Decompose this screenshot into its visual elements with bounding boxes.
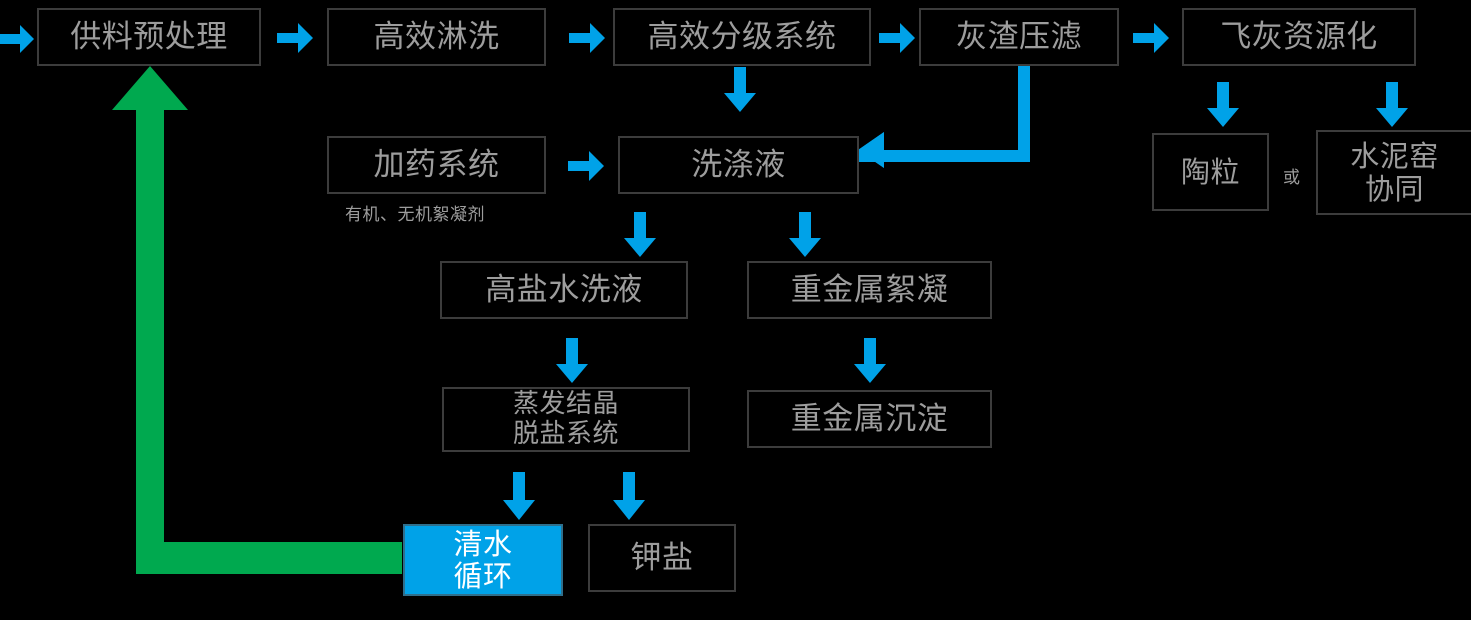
arrow-dosing-to-wash-liquid [568,151,604,181]
node-label: 加药系统 [373,146,500,183]
node-label: 蒸发结晶 脱盐系统 [512,389,619,449]
node-heavy-metal-floc[interactable]: 重金属絮凝 [747,261,992,319]
node-label: 水泥窑 协同 [1350,139,1439,206]
or-label: 或 [1283,168,1300,188]
node-potassium-salt[interactable]: 钾盐 [588,524,736,592]
node-label: 飞灰资源化 [1220,18,1378,55]
node-clean-water-cycle[interactable]: 清水 循环 [403,524,563,596]
node-label: 清水 循环 [453,526,513,593]
node-grading-system[interactable]: 高效分级系统 [613,8,871,66]
arrow-floc-to-precip [854,338,886,383]
node-evap-crystal[interactable]: 蒸发结晶 脱盐系统 [442,387,690,452]
node-label: 钾盐 [630,539,694,576]
dosing-caption: 有机、无机絮凝剂 [345,205,485,225]
node-label: 高效淋洗 [373,18,500,55]
node-cement-kiln[interactable]: 水泥窑 协同 [1316,130,1471,215]
node-feed-pretreatment[interactable]: 供料预处理 [37,8,261,66]
node-label: 陶粒 [1180,154,1240,189]
arrow-input-to-feed [0,25,34,53]
arrow-fly-ash-to-ceramsite [1207,82,1239,127]
arrow-feed-to-washing [277,23,313,53]
arrow-wash-liquid-to-floc [789,212,821,257]
arrow-clean-water-return-to-feed [112,66,402,586]
node-label: 洗涤液 [691,146,786,183]
arrow-filter-press-to-wash-liquid [858,66,1033,176]
node-ash-filter-press[interactable]: 灰渣压滤 [919,8,1119,66]
arrow-wash-liquid-to-high-salt [624,212,656,257]
arrow-fly-ash-to-cement-kiln [1376,82,1408,127]
node-label: 高盐水洗液 [485,271,643,308]
arrow-filter-press-to-fly-ash [1133,23,1169,53]
arrow-washing-to-grading [569,23,605,53]
node-label: 灰渣压滤 [956,18,1082,55]
node-fly-ash-recycling[interactable]: 飞灰资源化 [1182,8,1416,66]
node-heavy-metal-precip[interactable]: 重金属沉淀 [747,390,992,448]
node-label: 重金属沉淀 [790,400,949,437]
arrow-evap-to-potassium [613,472,645,520]
node-label: 高效分级系统 [647,18,837,55]
node-ceramsite[interactable]: 陶粒 [1152,133,1269,211]
node-high-salt-wash[interactable]: 高盐水洗液 [440,261,688,319]
arrow-evap-to-clean-water [503,472,535,520]
node-efficient-washing[interactable]: 高效淋洗 [327,8,546,66]
node-label: 重金属絮凝 [790,271,949,308]
node-label: 供料预处理 [70,18,228,55]
arrow-grading-to-filter-press [879,23,915,53]
arrow-grading-to-wash-liquid [724,67,756,112]
node-dosing-system[interactable]: 加药系统 [327,136,546,194]
arrow-high-salt-to-evap [556,338,588,383]
node-wash-liquid[interactable]: 洗涤液 [618,136,859,194]
